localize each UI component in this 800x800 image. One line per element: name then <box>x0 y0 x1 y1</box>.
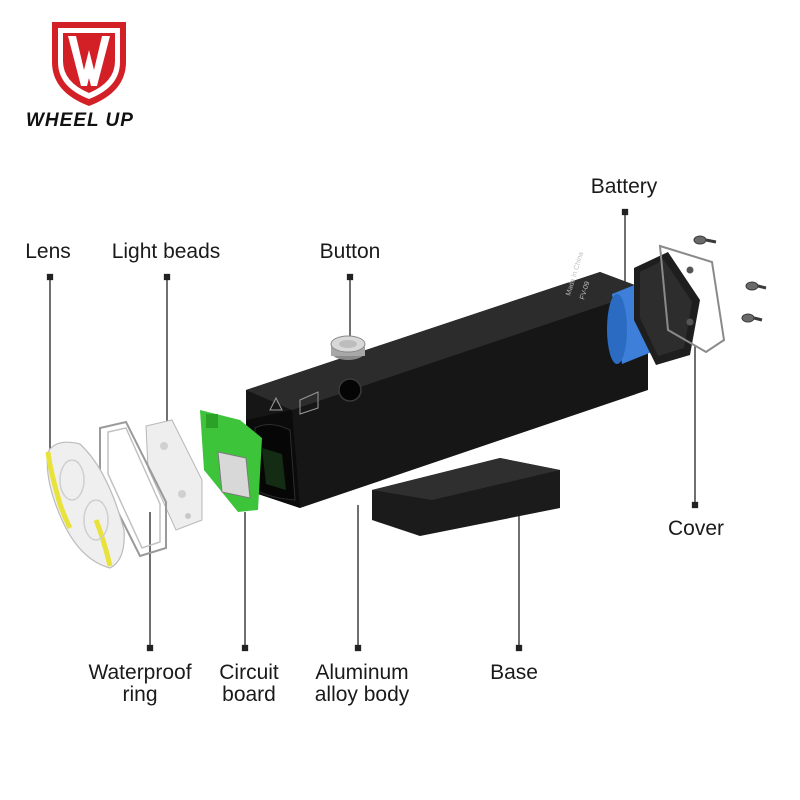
screws <box>693 235 767 323</box>
base-part <box>372 458 560 536</box>
brand-name: WHEEL UP <box>26 110 134 131</box>
label-circuit-board-line1: Circuit <box>219 661 279 684</box>
lens-part <box>45 441 125 569</box>
label-cover: Cover <box>667 517 725 540</box>
leader-lines <box>46 208 699 652</box>
label-lens: Lens <box>25 240 71 263</box>
light-beads-part <box>145 419 203 531</box>
button-part <box>330 335 366 360</box>
circuit-board-part <box>200 410 262 512</box>
cover-part <box>634 244 726 365</box>
label-aluminum-body-line1: Aluminum <box>315 661 409 684</box>
label-base: Base <box>490 661 538 684</box>
shield-w-logo <box>52 22 126 106</box>
label-light-beads: Light beads <box>111 240 221 263</box>
label-waterproof-ring-line1: Waterproof <box>88 661 192 684</box>
label-aluminum-body-line2: alloy body <box>314 683 410 706</box>
label-waterproof-ring-line2: ring <box>122 683 158 706</box>
aluminum-body-part: Made in China FV-09 <box>246 251 648 508</box>
label-battery: Battery <box>590 175 658 198</box>
label-button: Button <box>319 240 381 263</box>
label-circuit-board-line2: board <box>222 683 276 706</box>
